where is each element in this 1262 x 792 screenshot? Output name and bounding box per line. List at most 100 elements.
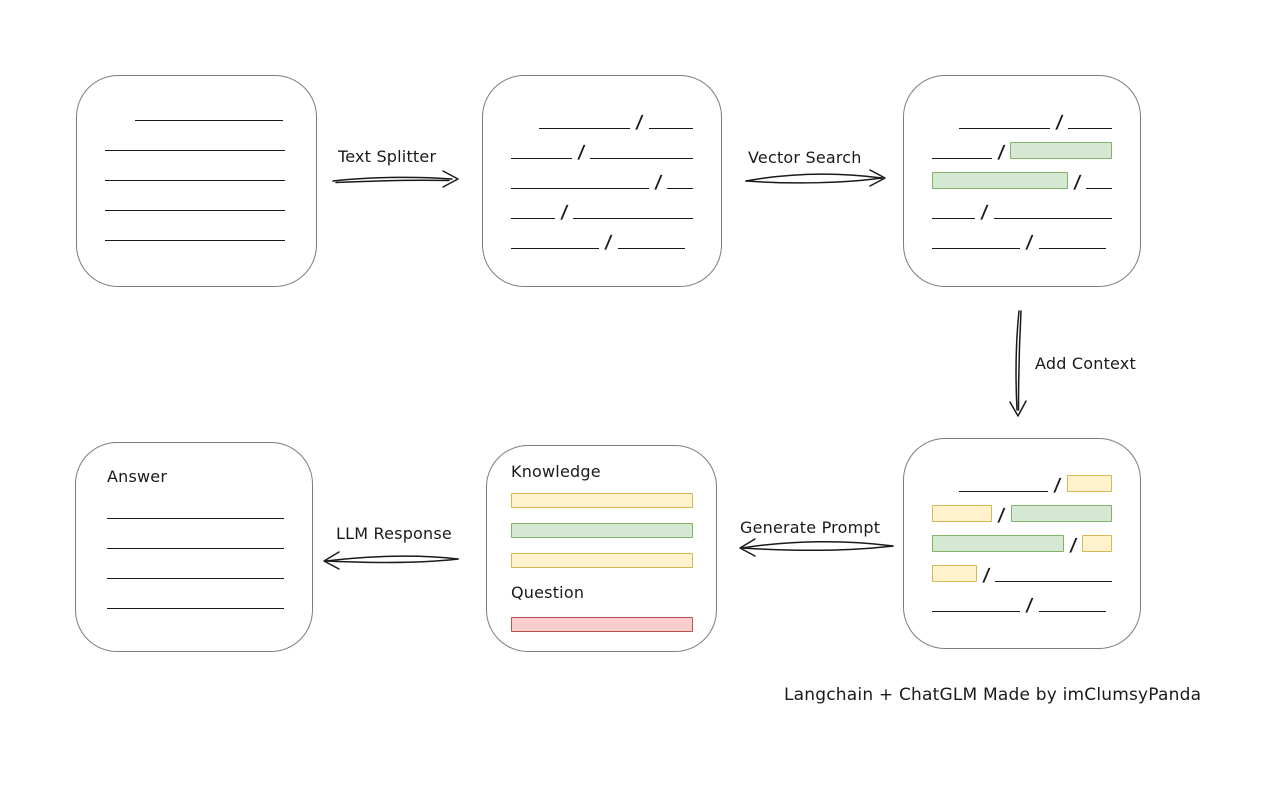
question-bars xyxy=(511,617,693,632)
text-fragment-row xyxy=(105,211,288,241)
green-highlight-chip xyxy=(932,535,1064,552)
text-fragment-row: / xyxy=(511,189,693,223)
text-fragment-row xyxy=(107,579,284,609)
text-splitter-label: Text Splitter xyxy=(338,147,437,166)
text-fragment-row: / xyxy=(932,462,1112,496)
text-line xyxy=(1038,248,1106,249)
text-line xyxy=(105,180,285,181)
caption: Langchain + ChatGLM Made by imClumsyPand… xyxy=(784,685,1202,705)
text-line xyxy=(107,578,284,579)
split-chunks-box: / / / / / xyxy=(482,75,722,287)
text-line xyxy=(105,240,285,241)
text-line xyxy=(932,158,992,159)
context-chunks-rows: ///// xyxy=(932,462,1112,616)
text-fragment-row: / xyxy=(932,219,1112,253)
text-line xyxy=(932,611,1020,612)
text-line xyxy=(511,218,555,219)
green-highlight-chip xyxy=(1010,142,1112,159)
text-line xyxy=(105,210,285,211)
vector-search-arrow xyxy=(745,169,886,187)
text-fragment-row: / xyxy=(932,129,1112,163)
generate-prompt-arrow xyxy=(739,538,894,557)
slash-separator: / xyxy=(603,232,613,253)
text-line xyxy=(667,188,693,189)
add-context-arrow xyxy=(1009,310,1027,417)
text-line xyxy=(511,188,649,189)
slash-separator: / xyxy=(653,172,663,193)
slash-separator: / xyxy=(1024,595,1034,616)
text-fragment-row: / xyxy=(932,552,1112,586)
add-context-label: Add Context xyxy=(1035,354,1136,373)
red-bar xyxy=(511,617,693,632)
slash-separator: / xyxy=(1068,535,1078,556)
text-fragment-row xyxy=(107,549,284,579)
text-line xyxy=(617,248,685,249)
text-fragment-row: / xyxy=(932,99,1113,133)
text-fragment-row: / xyxy=(511,159,693,193)
answer-lines xyxy=(107,489,284,609)
matched-chunks-rows: ///// xyxy=(932,99,1113,253)
llm-response-arrow xyxy=(323,551,459,570)
slash-separator: / xyxy=(996,142,1006,163)
knowledge-bars xyxy=(511,493,693,568)
text-fragment-row xyxy=(105,91,288,121)
prompt-content: Knowledge Question xyxy=(511,462,693,632)
matched-chunks-box: ///// xyxy=(903,75,1141,287)
text-line xyxy=(105,150,285,151)
text-fragment-row: / xyxy=(932,582,1112,616)
yellow-bar xyxy=(511,553,693,568)
question-label: Question xyxy=(511,583,585,602)
generate-prompt-label: Generate Prompt xyxy=(740,518,881,537)
document-box xyxy=(76,75,317,287)
answer-box: Answer xyxy=(75,442,313,652)
split-chunks-rows: / / / / / xyxy=(511,99,693,253)
text-fragment-row: / xyxy=(511,219,693,253)
knowledge-label: Knowledge xyxy=(511,462,601,481)
slash-separator: / xyxy=(559,202,569,223)
yellow-highlight-chip xyxy=(932,505,992,522)
text-fragment-row: / xyxy=(932,522,1112,556)
text-line xyxy=(648,128,693,129)
text-line xyxy=(538,128,631,129)
text-line xyxy=(932,218,976,219)
text-splitter-arrow xyxy=(332,170,459,188)
text-line xyxy=(511,158,572,159)
text-fragment-row xyxy=(105,151,288,181)
text-line xyxy=(1068,128,1113,129)
text-line xyxy=(959,128,1050,129)
text-line xyxy=(107,548,284,549)
yellow-highlight-chip xyxy=(1066,475,1112,492)
context-chunks-box: ///// xyxy=(903,438,1141,649)
text-fragment-row: / xyxy=(932,159,1112,193)
text-fragment-row xyxy=(105,181,288,211)
prompt-box: Knowledge Question xyxy=(486,445,717,652)
text-fragment-row: / xyxy=(511,99,693,133)
text-line xyxy=(958,491,1049,492)
answer-label: Answer xyxy=(107,467,168,486)
yellow-highlight-chip xyxy=(1082,535,1112,552)
slash-separator: / xyxy=(576,142,586,163)
yellow-highlight-chip xyxy=(932,565,977,582)
text-fragment-row: / xyxy=(932,492,1112,526)
text-line xyxy=(573,218,693,219)
text-fragment-row: / xyxy=(932,189,1112,223)
text-line xyxy=(1086,188,1112,189)
vector-search-label: Vector Search xyxy=(748,148,862,167)
text-line xyxy=(590,158,693,159)
text-line xyxy=(511,248,599,249)
yellow-bar xyxy=(511,493,693,508)
text-line xyxy=(107,518,284,519)
slash-separator: / xyxy=(996,505,1006,526)
text-fragment-row xyxy=(107,489,284,519)
green-highlight-chip xyxy=(932,172,1068,189)
text-line xyxy=(932,248,1020,249)
slash-separator: / xyxy=(1072,172,1082,193)
slash-separator: / xyxy=(1054,112,1064,133)
text-line xyxy=(135,120,283,121)
document-lines xyxy=(105,91,288,241)
text-line xyxy=(1038,611,1106,612)
green-highlight-chip xyxy=(1010,505,1112,522)
text-line xyxy=(993,218,1112,219)
text-fragment-row xyxy=(105,121,288,151)
